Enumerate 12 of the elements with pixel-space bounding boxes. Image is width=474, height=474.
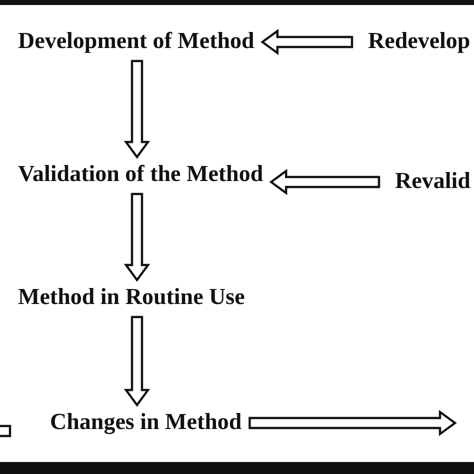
step-label: Redevelop [368, 27, 470, 55]
step-label: Method in Routine Use [18, 283, 245, 311]
step-label: Development of Method [18, 27, 254, 55]
step-label: Changes in Method [50, 408, 242, 436]
block-arrow [124, 192, 150, 282]
step-label: Revalid [395, 167, 470, 195]
block-arrow [124, 60, 150, 159]
block-arrow [124, 316, 150, 407]
step-label: Validation of the Method [18, 160, 264, 188]
block-arrow [260, 28, 354, 56]
block-arrow [248, 410, 457, 436]
block-arrow [269, 168, 380, 196]
